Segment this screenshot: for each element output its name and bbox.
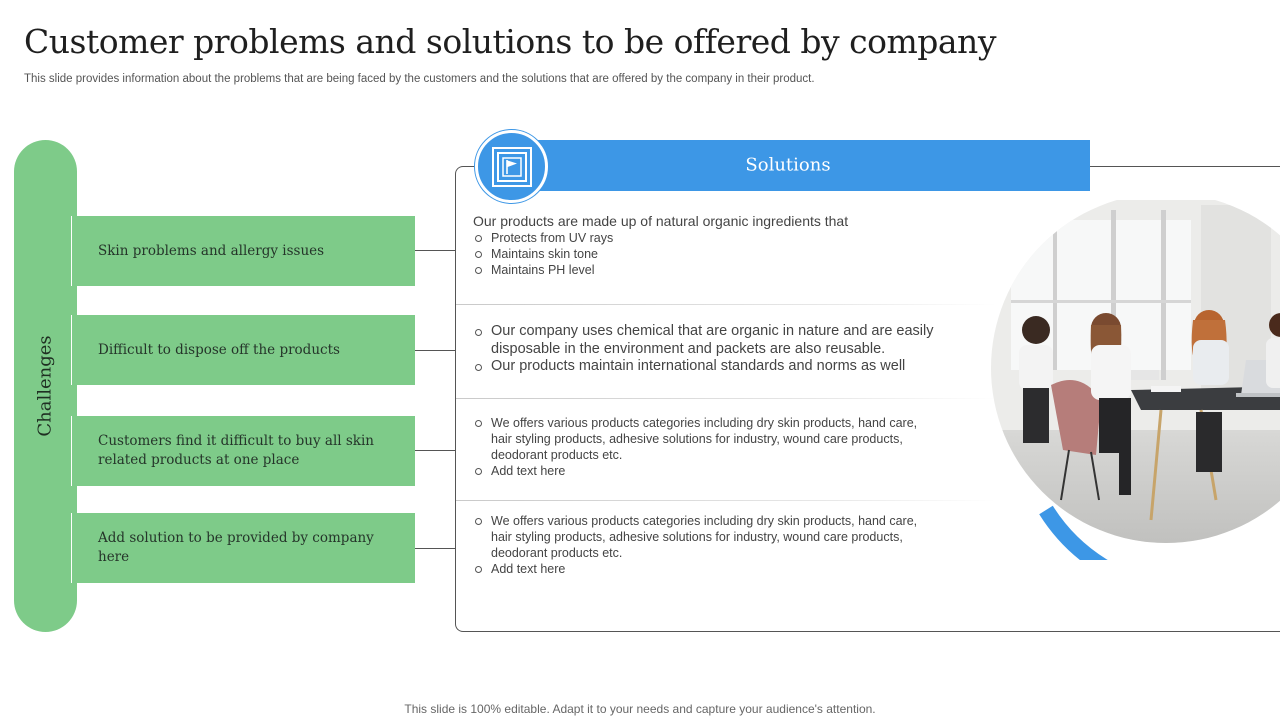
challenge-text: Difficult to dispose off the products [98,341,340,358]
challenge-item: Customers find it difficult to buy all s… [71,416,415,486]
solution-divider [456,500,996,501]
challenge-text: Add solution to be provided by company h… [98,530,374,565]
solution-divider [456,304,996,305]
solution-bullets: We offers various products categories in… [473,415,918,479]
challenge-text: Skin problems and allergy issues [98,242,325,259]
connector-line [415,548,456,549]
solutions-title: Solutions [745,154,831,176]
challenges-bar [14,140,77,632]
solution-bullet: We offers various products categories in… [473,513,918,561]
solutions-header [510,140,1090,191]
challenge-item: Skin problems and allergy issues [71,216,415,286]
solution-bullet: Our products maintain international stan… [473,358,943,376]
solution-bullets: We offers various products categories in… [473,513,918,577]
connector-line [415,450,456,451]
solution-bullets: Protects from UV rays Maintains skin ton… [473,230,953,278]
challenges-label: Challenges [34,335,56,437]
challenge-text: Customers find it difficult to buy all s… [98,433,374,468]
slide-title: Customer problems and solutions to be of… [24,22,996,61]
slide-footer: This slide is 100% editable. Adapt it to… [404,702,876,716]
flag-icon [491,146,532,187]
solution-block: We offers various products categories in… [473,415,918,479]
connector-line [415,250,456,251]
challenge-item: Add solution to be provided by company h… [71,513,415,583]
office-meeting-photo [991,200,1280,601]
solution-bullets: Our company uses chemical that are organ… [473,323,943,376]
solution-bullet: Our company uses chemical that are organ… [473,323,943,358]
connector-line [415,350,456,351]
solution-bullet: Maintains PH level [473,262,953,278]
solutions-icon-badge [475,130,548,203]
solution-bullet: Protects from UV rays [473,230,953,246]
solution-block: We offers various products categories in… [473,513,918,577]
solution-bullet: Add text here [473,561,918,577]
solution-lead: Our products are made up of natural orga… [473,213,849,229]
solution-divider [456,398,996,399]
challenge-item: Difficult to dispose off the products [71,315,415,385]
solution-block: Our company uses chemical that are organ… [473,323,943,376]
solution-bullet: Maintains skin tone [473,246,953,262]
slide-subtitle: This slide provides information about th… [24,73,815,85]
solution-block: Our products are made up of natural orga… [473,213,953,278]
solution-bullet: We offers various products categories in… [473,415,918,463]
solution-bullet: Add text here [473,463,918,479]
